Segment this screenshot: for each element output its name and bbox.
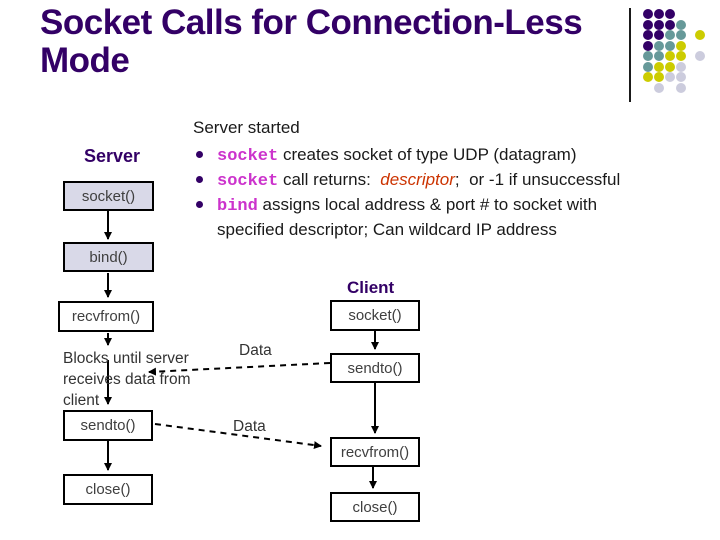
decoration-dot	[654, 61, 664, 72]
client-recvfrom-box: recvfrom()	[330, 437, 420, 467]
server-bind-box: bind()	[63, 242, 154, 272]
title-divider	[629, 8, 631, 102]
client-close-box: close()	[330, 492, 420, 522]
decoration-dot	[695, 51, 705, 61]
client-label: Client	[347, 278, 395, 297]
notes-bullet-list: socket creates socket of type UDP (datag…	[193, 143, 663, 241]
notes-block: Server started socket creates socket of …	[193, 116, 698, 241]
data-label-1: Data	[239, 342, 272, 359]
decoration-dot	[676, 51, 686, 61]
decoration-dot	[654, 82, 664, 93]
decoration-dot	[676, 40, 686, 51]
bullet-item: socket creates socket of type UDP (datag…	[193, 143, 663, 168]
decoration-dot	[643, 51, 653, 61]
client-sendto-box: sendto()	[330, 353, 420, 383]
blocks-note: Blocks until server receives data from c…	[63, 350, 191, 409]
decoration-dot	[665, 51, 675, 61]
decoration-dot	[676, 72, 686, 82]
notes-heading: Server started	[193, 118, 300, 137]
dot-grid-decoration	[643, 9, 713, 109]
server-socket-box: socket()	[63, 181, 154, 211]
decoration-dot	[643, 72, 653, 82]
bullet-item: bind assigns local address & port # to s…	[193, 193, 663, 241]
decoration-dot	[643, 61, 653, 72]
decoration-dot	[676, 82, 686, 93]
server-close-box: close()	[63, 474, 153, 505]
data-label-2: Data	[233, 418, 266, 435]
decoration-dot	[654, 72, 664, 82]
decoration-dot	[665, 72, 675, 82]
client-socket-box: socket()	[330, 300, 420, 331]
bullet-item: socket call returns: descriptor; or -1 i…	[193, 168, 663, 193]
decoration-dot	[643, 9, 653, 19]
decoration-dot	[665, 30, 675, 40]
decoration-dot	[665, 40, 675, 51]
decoration-dot	[676, 30, 686, 40]
server-recvfrom-box: recvfrom()	[58, 301, 154, 332]
server-label: Server	[84, 146, 141, 166]
data-arrow-client-to-server	[148, 362, 331, 376]
decoration-dot	[654, 19, 664, 30]
decoration-dot	[643, 40, 653, 51]
decoration-dot	[676, 19, 686, 30]
decoration-dot	[676, 61, 686, 72]
decoration-dot	[654, 9, 664, 19]
decoration-dot	[654, 51, 664, 61]
decoration-dot	[643, 19, 653, 30]
data-arrow-server-to-client	[154, 423, 322, 450]
server-sendto-box: sendto()	[63, 410, 153, 441]
decoration-dot	[665, 61, 675, 72]
decoration-dot	[695, 30, 705, 40]
page-title: Socket Calls for Connection-Less Mode	[40, 3, 583, 80]
decoration-dot	[665, 19, 675, 30]
decoration-dot	[654, 30, 664, 40]
decoration-dot	[643, 30, 653, 40]
decoration-dot	[665, 9, 675, 19]
decoration-dot	[654, 40, 664, 51]
